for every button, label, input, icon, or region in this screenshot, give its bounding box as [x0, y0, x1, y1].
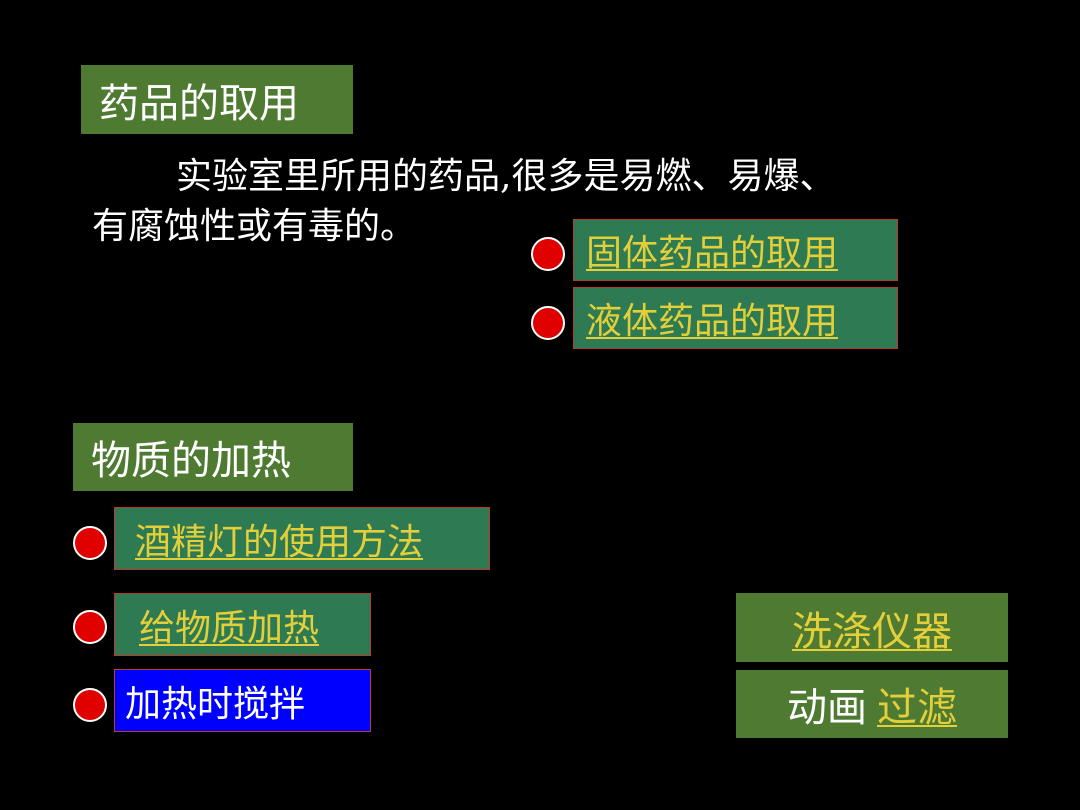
intro-line-2: 有腐蚀性或有毒的。: [92, 206, 417, 247]
link-solid-reagents-label[interactable]: 固体药品的取用: [586, 233, 839, 274]
stir-while-heating-label[interactable]: 加热时搅拌: [125, 683, 306, 725]
section-heading-reagents: 药品的取用: [81, 65, 353, 134]
bullet-icon: [531, 237, 565, 271]
section-heading-reagents-text: 药品的取用: [99, 80, 299, 127]
section-heading-heating-text: 物质的加热: [91, 438, 291, 484]
link-filter[interactable]: 过滤: [877, 685, 957, 731]
button-stir-while-heating[interactable]: 加热时搅拌: [114, 669, 371, 732]
link-alcohol-lamp[interactable]: 酒精灯的使用方法: [114, 507, 490, 570]
link-liquid-reagents-label[interactable]: 液体药品的取用: [586, 301, 839, 342]
section-heading-heating: 物质的加热: [73, 423, 353, 491]
intro-line-1: 实验室里所用的药品,很多是易燃、易爆、: [176, 156, 836, 197]
link-heating-substances-label[interactable]: 给物质加热: [139, 607, 320, 649]
link-solid-reagents[interactable]: 固体药品的取用: [573, 219, 898, 281]
link-alcohol-lamp-label[interactable]: 酒精灯的使用方法: [135, 521, 424, 563]
bullet-icon: [531, 306, 565, 340]
animation-filter-box: 动画 过滤: [736, 670, 1008, 738]
bullet-icon: [73, 688, 107, 722]
link-wash-instruments[interactable]: 洗涤仪器: [736, 593, 1008, 662]
link-heating-substances[interactable]: 给物质加热: [114, 593, 371, 656]
animation-prefix: 动画: [787, 685, 867, 731]
link-wash-instruments-label[interactable]: 洗涤仪器: [792, 608, 952, 655]
link-liquid-reagents[interactable]: 液体药品的取用: [573, 287, 898, 349]
bullet-icon: [73, 610, 107, 644]
bullet-icon: [73, 526, 107, 560]
intro-paragraph: 实验室里所用的药品,很多是易燃、易爆、 有腐蚀性或有毒的。: [92, 152, 972, 252]
